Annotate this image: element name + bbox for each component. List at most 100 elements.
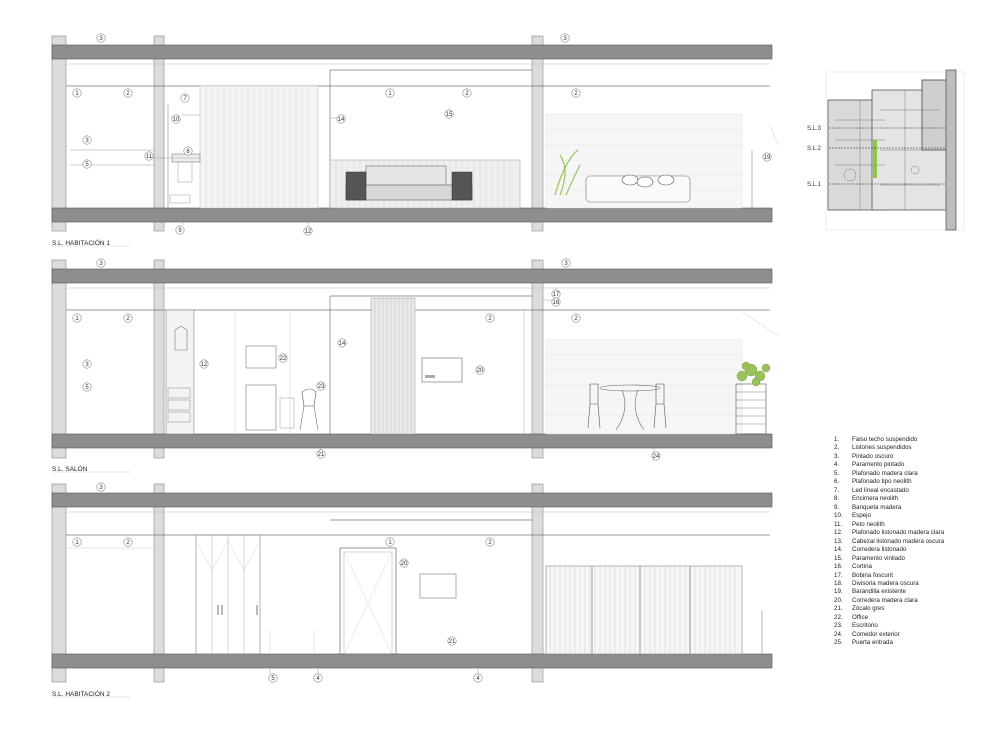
reference-tag-circle [123, 313, 133, 323]
reference-tag-circle [82, 382, 92, 392]
reference-tag-circle [278, 353, 288, 363]
reference-tag-label: 23 [318, 384, 325, 390]
reference-tag-circle [399, 558, 409, 568]
reference-tag: 1 [72, 313, 82, 323]
reference-tag-label: 7 [183, 96, 187, 102]
reference-tag: 16 [551, 297, 561, 307]
reference-tag-label: 22 [280, 356, 287, 362]
reference-tag-label: 4 [476, 676, 480, 682]
legend-item-text: Encimera neolith [852, 495, 899, 503]
legend-item-text: Zócalo gres [852, 605, 885, 613]
reference-tag-label: 2 [488, 316, 492, 322]
legend-item-text: Cabezal listonado madera oscura [852, 537, 945, 545]
reference-tag: 20 [399, 558, 409, 568]
section-salon [51, 259, 779, 473]
reference-tag: 24 [651, 451, 661, 461]
legend-item: 5.Plafonado madera clara [834, 470, 994, 478]
reference-tag: 5 [268, 673, 278, 683]
reference-tag-circle [316, 449, 326, 459]
reference-tag-circle [560, 33, 570, 43]
reference-tag-circle [385, 88, 395, 98]
reference-tag: 4 [313, 673, 323, 683]
legend-item-text: Led lineal encastado [852, 486, 909, 494]
reference-tag-label: 12 [201, 362, 208, 368]
reference-tag-circle [183, 146, 193, 156]
legend-item-number: 5. [834, 469, 840, 477]
legend-item-number: 12. [834, 529, 843, 537]
legend-item: 4.Paramento pintado [834, 461, 994, 469]
key-plan-label-sl1: S.L.1 [807, 182, 822, 188]
reference-tag: 3 [82, 359, 92, 369]
legend-item-text: Falso techo suspendido [852, 436, 918, 443]
legend-item: 6. Plafonado tipo neolith [834, 478, 994, 486]
legend-item-text: Pintado oscuro [852, 452, 894, 460]
legend-item-number: 9. [834, 503, 840, 511]
legend-item-number: 19. [834, 588, 843, 596]
legend-item: 18.Divisoria madera oscura [834, 580, 994, 588]
reference-tag-circle [123, 88, 133, 98]
reference-tag: 2 [571, 88, 581, 98]
legend-item-text: Divisoria madera oscura [852, 579, 919, 587]
reference-tag: 19 [762, 152, 772, 162]
reference-tag-circle [82, 359, 92, 369]
reference-tag-circle [72, 537, 82, 547]
reference-tag: 3 [560, 33, 570, 43]
reference-tag-label: 17 [553, 292, 560, 298]
reference-tag: 12 [199, 359, 209, 369]
reference-tag-circle [72, 313, 82, 323]
legend-item: 24.Comedor exterior [834, 631, 994, 639]
reference-tag-circle [82, 159, 92, 169]
legend-item-text: Espejo [852, 512, 871, 520]
legend-item-text: Plafonado tipo neolith [852, 478, 912, 486]
legend-item-text: Bobina foscurit [852, 571, 893, 579]
reference-tag-label: 8 [186, 149, 190, 155]
reference-tag-label: 12 [305, 229, 312, 235]
reference-tag-circle [561, 258, 571, 268]
reference-tag: 2 [123, 88, 133, 98]
reference-tag-circle [175, 225, 185, 235]
legend-item-text: Barandilla existente [852, 588, 907, 596]
legend-item: 12.Plafonado listonado madera clara [834, 529, 994, 537]
reference-tag-circle [473, 673, 483, 683]
reference-tag-circle [96, 482, 106, 492]
legend-item: 25.Puerta entrada [834, 639, 994, 647]
reference-tag: 5 [82, 382, 92, 392]
section-title-salon: S.L. SALÓN [52, 464, 88, 473]
reference-tag: 21 [316, 449, 326, 459]
reference-tag-circle [180, 93, 190, 103]
legend-item: 15.Paramento vinilado [834, 555, 994, 563]
reference-tag-circle [336, 114, 346, 124]
legend-item: 11.Peto neolith [834, 521, 994, 529]
legend-item-number: 6. [834, 478, 840, 486]
reference-tag: 21 [447, 636, 457, 646]
reference-tag: 2 [123, 313, 133, 323]
legend-item-text: Cortina [852, 563, 872, 571]
reference-tag-label: 1 [75, 316, 79, 322]
legend-item-text: Banqueta madera [852, 503, 902, 511]
reference-tag-label: 3 [99, 261, 103, 267]
reference-tag-circle [171, 114, 181, 124]
key-plan-label-sl3: S.L.3 [807, 126, 822, 132]
reference-tag-circle [651, 451, 661, 461]
reference-tag: 2 [462, 88, 472, 98]
legend-item-number: 20. [834, 596, 843, 604]
reference-tag-label: 16 [553, 300, 560, 306]
legend-item-text: Puerta entrada [852, 639, 893, 647]
legend-item-number: 8. [834, 495, 840, 503]
key-plan: S.L.3 S.L.2 S.L.1 [807, 69, 965, 231]
legend-item: 10.Espejo [834, 512, 994, 520]
legend-item: 16.Cortina [834, 563, 994, 571]
reference-tag: 23 [316, 381, 326, 391]
legend-item-number: 22. [834, 613, 843, 621]
reference-tag-label: 5 [271, 676, 275, 682]
reference-tag-label: 11 [146, 154, 153, 160]
reference-tag-label: 2 [488, 540, 492, 546]
reference-tag-label: 14 [339, 341, 346, 347]
reference-tag: 17 [551, 289, 561, 299]
legend-item: 23.Escritorio [834, 622, 994, 630]
legend-item: 13.Cabezal listonado madera oscura [834, 538, 994, 546]
reference-tag: 1 [385, 88, 395, 98]
